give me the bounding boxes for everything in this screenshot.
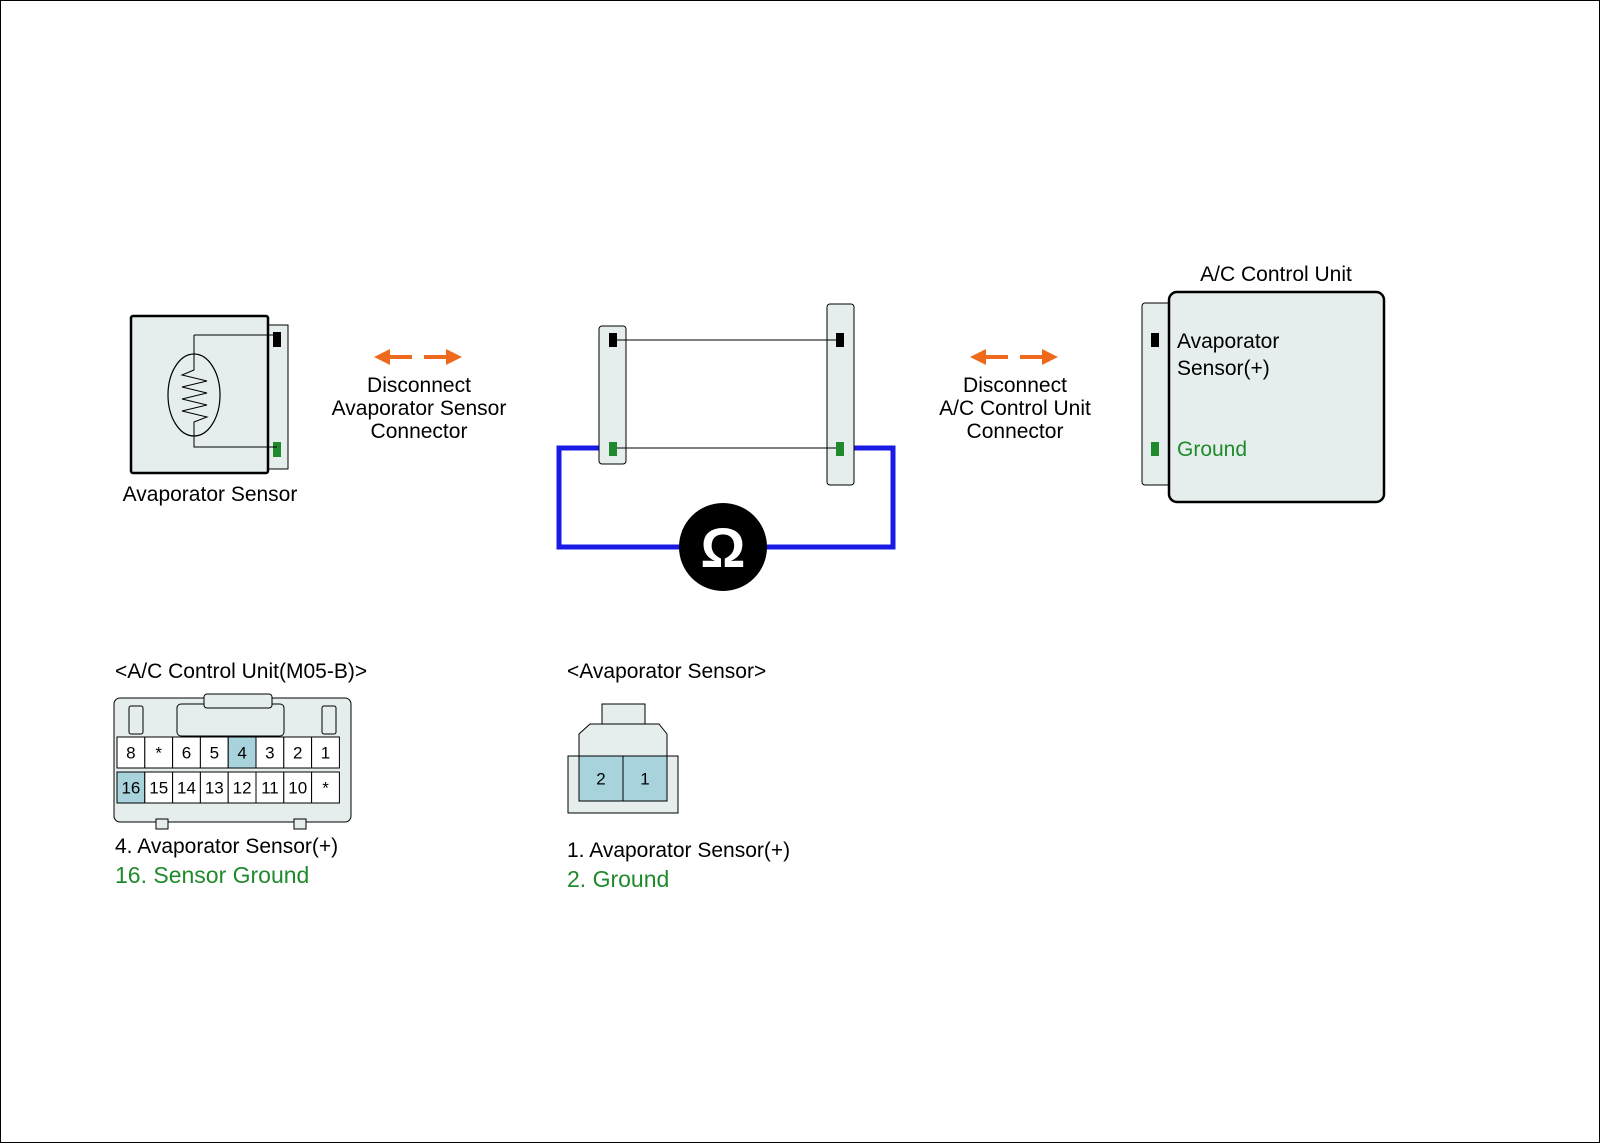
- acu-pin-1-label: 1: [321, 744, 330, 763]
- acu-title: A/C Control Unit: [1200, 263, 1352, 286]
- acu-pin-blank-label: *: [155, 744, 162, 763]
- acu-pin-ground-label: Ground: [1177, 438, 1247, 461]
- acu-pin-blank: [144, 736, 174, 769]
- ohmmeter-icon: [679, 503, 767, 591]
- acu-pin-8: [116, 736, 146, 769]
- sensor-legend-2: 2. Ground: [567, 866, 669, 892]
- sensor-connector-title: <Avaporator Sensor>: [567, 660, 766, 683]
- sensor-pin-2-label: 2: [596, 770, 605, 789]
- arrowhead-right-icon: [446, 349, 462, 365]
- disconnect-acu-line2: A/C Control Unit: [939, 397, 1091, 420]
- arrowhead-left-icon: [970, 349, 986, 365]
- ohm-symbol: Ω: [701, 516, 746, 579]
- sensor-pin-1-label: 1: [640, 770, 649, 789]
- thermistor-resistor-symbol: [180, 335, 277, 448]
- sensor-pin-1: [622, 755, 668, 802]
- harness-left-pin-ground: [609, 442, 617, 456]
- acu-pin-14: [172, 771, 201, 804]
- sensor-connector-latch: [601, 703, 646, 725]
- acu-pin-1: [311, 736, 340, 769]
- acu-pin-11-label: 11: [261, 779, 279, 798]
- acu-pin-5-label: 5: [210, 744, 219, 763]
- disconnect-acu-arrow: Disconnect A/C Control Unit Connector: [939, 349, 1091, 443]
- acu-pin-6-label: 6: [182, 744, 191, 763]
- meter-lead-right: [764, 445, 896, 550]
- acu-pin-15-label: 15: [149, 779, 168, 798]
- harness-right-pin-ground: [836, 442, 844, 456]
- harness-connector-right: [826, 303, 855, 486]
- acu-pin-2: [283, 736, 313, 769]
- acu-foot-right: [293, 818, 307, 830]
- harness-connector-left: [598, 325, 627, 465]
- sensor-pin-signal: [273, 332, 281, 347]
- acu-connector-latch: [176, 703, 285, 737]
- sensor-legend-1: 1. Avaporator Sensor(+): [567, 839, 790, 862]
- acu-pin-ground: [1151, 442, 1159, 456]
- acu-pin-4-label: 4: [237, 744, 246, 763]
- harness-left-pin-signal: [609, 333, 617, 347]
- ac-control-unit-component: A/C Control Unit Avaporator Sensor(+) Gr…: [1141, 263, 1386, 504]
- acu-pin-16: [116, 771, 146, 804]
- acu-pin-14-label: 14: [177, 779, 196, 798]
- disconnect-acu-line3: Connector: [967, 420, 1064, 443]
- acu-legend-1: 4. Avaporator Sensor(+): [115, 835, 338, 858]
- acu-pin-4: [227, 736, 257, 769]
- avaporator-sensor-component: Avaporator Sensor: [123, 314, 298, 506]
- acu-pin-signal-label-line2: Sensor(+): [1177, 357, 1270, 380]
- acu-guide-left: [128, 705, 144, 735]
- arrowhead-right-icon: [1042, 349, 1058, 365]
- acu-connector-title: <A/C Control Unit(M05-B)>: [115, 660, 367, 683]
- acu-pin-signal: [1151, 333, 1159, 347]
- acu-pin-3-label: 3: [265, 744, 274, 763]
- disconnect-sensor-line2: Avaporator Sensor: [332, 397, 507, 420]
- disconnect-sensor-arrow: Disconnect Avaporator Sensor Connector: [332, 349, 507, 443]
- acu-legend-2: 16. Sensor Ground: [115, 862, 309, 888]
- acu-pin-2-label: 2: [293, 744, 302, 763]
- acu-connector-plug: [1141, 302, 1173, 486]
- acu-pin-5: [199, 736, 229, 769]
- acu-pin-blank-label: *: [322, 779, 329, 798]
- acu-body: [1167, 290, 1386, 504]
- acu-foot-left: [155, 818, 169, 830]
- acu-pin-10-label: 10: [288, 779, 307, 798]
- acu-pin-16-label: 16: [121, 779, 140, 798]
- acu-pin-13-label: 13: [205, 779, 224, 798]
- acu-pin-6: [172, 736, 201, 769]
- sensor-pin-2: [578, 755, 624, 802]
- sensor-label: Avaporator Sensor: [123, 483, 298, 506]
- acu-pin-blank: [311, 771, 340, 804]
- acu-pin-3: [255, 736, 285, 769]
- acu-connector-latch-top: [203, 693, 273, 709]
- acu-pin-13: [199, 771, 229, 804]
- acu-pin-11: [255, 771, 285, 804]
- harness-right-pin-signal: [836, 333, 844, 347]
- acu-pin-12-label: 12: [233, 779, 252, 798]
- harness-test-circuit: Ω: [556, 303, 896, 591]
- meter-lead-left: [556, 445, 681, 550]
- disconnect-acu-line1: Disconnect: [963, 374, 1067, 397]
- acu-pin-8-label: 8: [126, 744, 135, 763]
- acu-guide-right: [321, 705, 337, 735]
- sensor-pin-ground: [273, 442, 281, 457]
- arrowhead-left-icon: [374, 349, 390, 365]
- acu-pin-12: [227, 771, 257, 804]
- disconnect-sensor-line3: Connector: [371, 420, 468, 443]
- acu-pin-signal-label-line1: Avaporator: [1177, 330, 1279, 353]
- disconnect-sensor-line1: Disconnect: [367, 374, 471, 397]
